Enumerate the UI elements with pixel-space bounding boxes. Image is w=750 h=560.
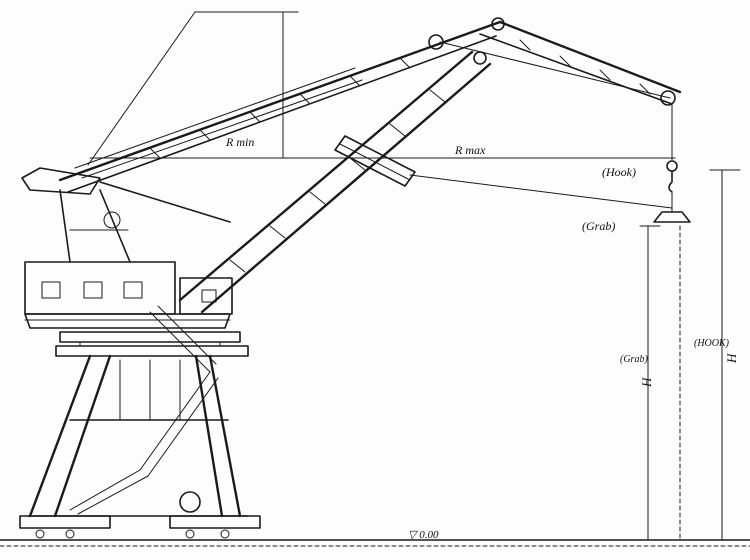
ground-level-label: ▽ 0.00 <box>408 529 439 541</box>
rmin-label: R min <box>225 135 254 149</box>
grab-rope-line <box>409 174 673 209</box>
hook-height-label: (HOOK) <box>694 338 730 349</box>
stairs <box>69 305 219 515</box>
jib-nose <box>428 17 682 106</box>
travel-bogies <box>19 491 261 539</box>
grab-height-symbol: H <box>639 377 654 388</box>
grab-bucket <box>653 199 691 223</box>
a-frame <box>21 167 131 263</box>
main-jib <box>58 20 502 193</box>
portal-frame <box>27 354 249 518</box>
height-dimensions <box>639 169 741 541</box>
hook-icon <box>666 160 678 172</box>
hook-label: (Hook) <box>602 165 636 179</box>
grab-icon <box>653 211 691 223</box>
window <box>83 281 103 299</box>
hook-height-symbol: H <box>724 353 739 364</box>
hook-assembly <box>666 103 678 201</box>
rmin-construction <box>87 11 299 166</box>
rmax-label: R max <box>454 143 486 157</box>
grab-height-label: (Grab) <box>620 354 648 365</box>
window <box>41 281 61 299</box>
cab-window <box>201 289 217 303</box>
grab-label: (Grab) <box>582 219 615 233</box>
slewing-ring <box>55 331 249 357</box>
window <box>123 281 143 299</box>
lower-boom <box>178 50 492 314</box>
tie-rod <box>99 181 231 223</box>
machinery-house <box>24 261 233 329</box>
counterweight-arm <box>334 135 416 187</box>
